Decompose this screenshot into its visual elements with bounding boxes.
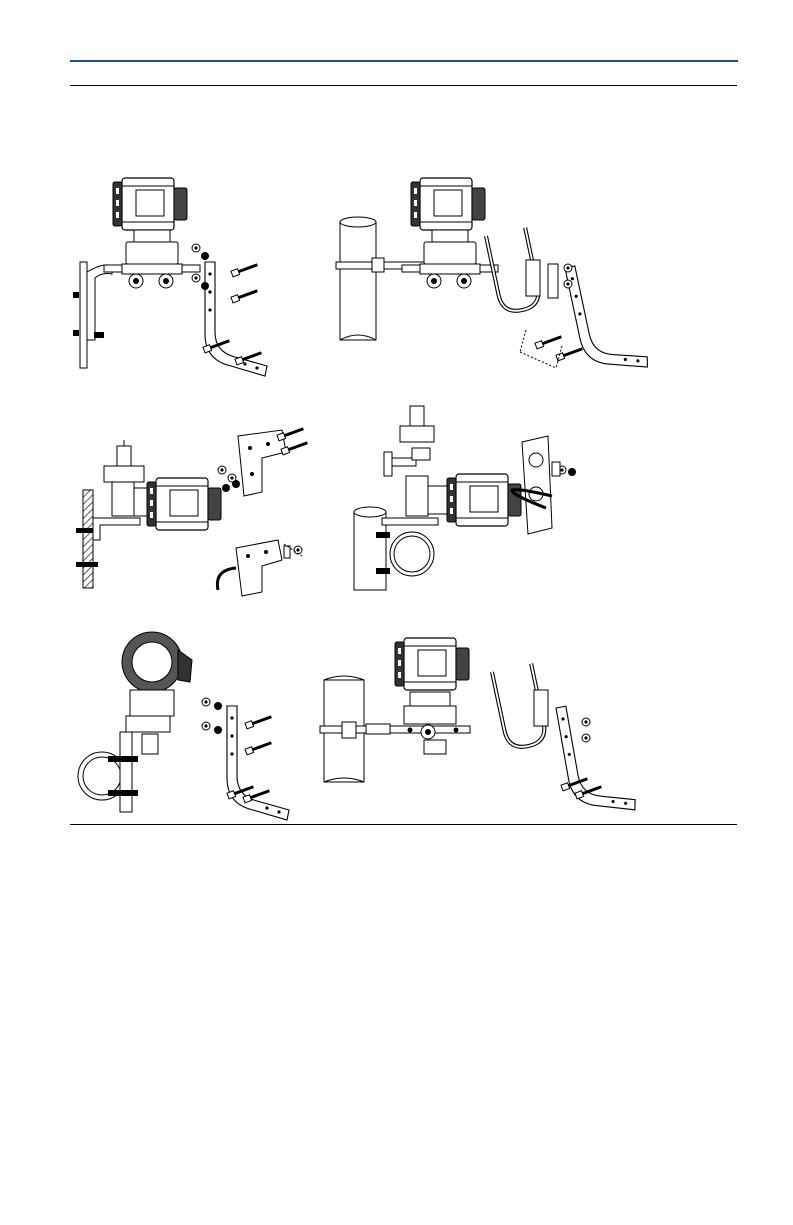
transmitter-icon xyxy=(113,178,187,230)
transmitter-icon xyxy=(147,478,221,530)
pipe-section-icon xyxy=(390,532,434,576)
angle-bracket-icon xyxy=(522,436,552,534)
bolt-icon xyxy=(535,334,562,349)
angle-bracket-icon xyxy=(93,518,140,540)
pipe-icon xyxy=(354,507,386,590)
transmitter-icon xyxy=(411,178,485,230)
flange-pipe-mount-horizontal-panel xyxy=(320,638,637,820)
washer-icon xyxy=(192,244,200,252)
transmitter-icon xyxy=(447,474,521,526)
washer-icon xyxy=(192,274,200,282)
flat-bracket-icon xyxy=(120,732,132,812)
pipe-icon xyxy=(340,217,376,340)
bolt-icon xyxy=(556,346,583,361)
sensor-module-icon xyxy=(104,230,200,288)
flat-bracket-icon xyxy=(87,265,112,340)
u-bolt-icon xyxy=(217,568,236,590)
flange-pipe-mount-panel xyxy=(336,178,649,380)
angle-bracket-icon xyxy=(382,518,438,525)
flange-panel-mount-panel xyxy=(73,178,267,376)
coplanar-pipe-mount-panel xyxy=(354,406,576,590)
transmitter-icon xyxy=(395,638,469,690)
flat-bracket-icon xyxy=(565,255,649,379)
bolt-icon xyxy=(231,262,258,277)
inline-pipe-mount-panel xyxy=(78,632,289,820)
bolt-icon xyxy=(245,740,272,755)
bolt-icon xyxy=(277,426,304,441)
panel-icon xyxy=(80,262,87,368)
bolt-icon xyxy=(231,288,258,303)
coplanar-panel-mount-panel xyxy=(76,426,308,596)
flat-bracket-icon xyxy=(556,697,637,820)
bolt-icon xyxy=(245,714,272,729)
bolt-icon xyxy=(281,440,308,455)
sensor-module-icon xyxy=(402,230,498,288)
angle-bracket-icon xyxy=(236,540,282,596)
panel-icon xyxy=(83,490,93,588)
